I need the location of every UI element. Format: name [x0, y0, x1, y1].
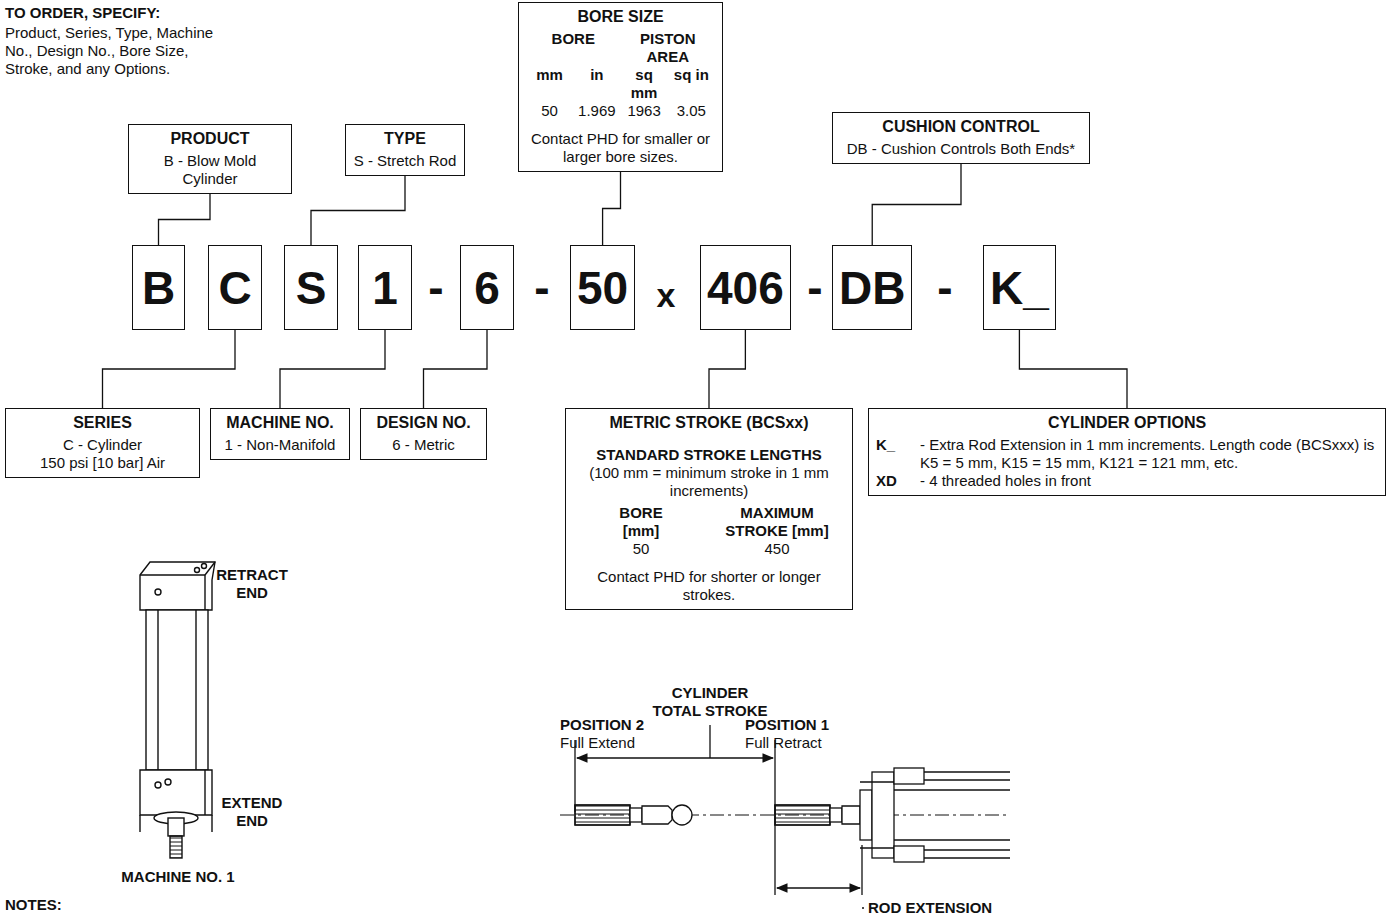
box-text: STROKE [mm] [709, 522, 845, 540]
box-text: Contact PHD for smaller or larger bore s… [526, 130, 715, 166]
box-heading: CYLINDER OPTIONS [876, 414, 1378, 432]
annotation-label: MACHINE NO. 1 [108, 868, 248, 886]
leader-connector [280, 330, 385, 408]
code-box: K_ [983, 245, 1056, 330]
annotation-label: - [426, 260, 446, 314]
info-box: CYLINDER OPTIONS K_- Extra Rod Extension … [868, 408, 1386, 496]
box-text: BORE [573, 504, 709, 522]
box-text: Contact PHD for shorter or longer stroke… [573, 568, 845, 604]
annotation-label: Full Retract [745, 734, 855, 752]
box-text: K_ [876, 436, 920, 472]
box-text: STANDARD STROKE LENGTHS [573, 446, 845, 464]
box-heading: DESIGN NO. [368, 414, 479, 432]
code-box: 1 [358, 245, 412, 330]
box-text: sq mm [621, 66, 668, 102]
box-text: 450 [709, 540, 845, 558]
info-box: METRIC STROKE (BCSxx) STANDARD STROKE LEN… [565, 408, 853, 610]
box-heading: PRODUCT [136, 130, 284, 148]
box-text: 1.969 [573, 102, 620, 120]
box-text: 50 [573, 540, 709, 558]
code-box: 50 [570, 245, 635, 330]
box-text: - Extra Rod Extension in 1 mm increments… [920, 436, 1378, 472]
code-letter: 50 [577, 261, 628, 315]
annotation-label: - [935, 260, 955, 314]
annotation-label: - [532, 260, 552, 314]
annotation-label: CYLINDER TOTAL STROKE [648, 684, 773, 720]
box-text: 6 - Metric [368, 436, 479, 454]
code-box: 6 [460, 245, 514, 330]
box-text: (100 mm = minimum stroke in 1 mm increme… [573, 464, 845, 500]
code-letter: B [142, 261, 175, 315]
info-box: MACHINE NO. 1 - Non-Manifold [210, 408, 350, 460]
info-box: BORE SIZE BOREPISTON AREA mminsq mmsq in 50… [518, 2, 723, 172]
leader-connector [103, 330, 236, 408]
code-box: C [208, 245, 262, 330]
annotation-label: RETRACT END [210, 566, 295, 602]
code-letter: DB [839, 261, 905, 315]
code-letter: 406 [707, 261, 784, 315]
box-text: 3.05 [668, 102, 715, 120]
info-box: PRODUCT B - Blow Mold Cylinder [128, 124, 292, 194]
box-heading: MACHINE NO. [218, 414, 342, 432]
box-heading: METRIC STROKE (BCSxx) [573, 414, 845, 432]
annotation-label: ROD EXTENSION [868, 899, 1018, 917]
leader-connector [1019, 330, 1127, 408]
code-letter: 1 [372, 261, 398, 315]
box-text: BORE [526, 30, 621, 66]
box-heading: BORE SIZE [526, 8, 715, 26]
leader-connector [311, 176, 405, 245]
annotation-label: EXTEND END [210, 794, 295, 830]
leader-connector [872, 164, 961, 245]
info-box: TYPE S - Stretch Rod [345, 124, 465, 176]
code-letter: S [296, 261, 327, 315]
annotation-label: POSITION 2 [560, 716, 670, 734]
annotation-label: POSITION 1 [745, 716, 855, 734]
leader-connector [603, 172, 621, 245]
box-text: 50 [526, 102, 573, 120]
code-box: DB [832, 245, 912, 330]
cylinder-figure [140, 562, 215, 858]
box-text: sq in [668, 66, 715, 102]
annotation-label: Full Extend [560, 734, 670, 752]
annotation-label: TO ORDER, SPECIFY: [5, 4, 225, 22]
info-box: DESIGN NO. 6 - Metric [360, 408, 487, 460]
box-text: DB - Cushion Controls Both Ends* [840, 140, 1082, 158]
box-text: C - Cylinder [13, 436, 192, 454]
info-box: SERIES C - Cylinder150 psi [10 bar] Air [5, 408, 200, 478]
box-text: [mm] [573, 522, 709, 540]
box-text: - 4 threaded holes in front [920, 472, 1378, 490]
box-heading: CUSHION CONTROL [840, 118, 1082, 136]
annotation-label: Product, Series, Type, Machine No., Desi… [5, 24, 220, 78]
box-text: S - Stretch Rod [353, 152, 457, 170]
leader-connector [709, 330, 745, 408]
stroke-figure [560, 725, 1010, 908]
box-text: B - Blow Mold Cylinder [136, 152, 284, 188]
box-text: 1 - Non-Manifold [218, 436, 342, 454]
box-text: XD [876, 472, 920, 490]
box-heading: TYPE [353, 130, 457, 148]
code-box: 406 [700, 245, 791, 330]
annotation-label: x [655, 268, 677, 322]
code-letter: K_ [990, 261, 1049, 315]
code-box: B [132, 245, 185, 330]
code-box: S [284, 245, 338, 330]
box-heading: SERIES [13, 414, 192, 432]
box-text: 150 psi [10 bar] Air [13, 454, 192, 472]
box-text: mm [526, 66, 573, 102]
box-text: PISTON AREA [621, 30, 716, 66]
box-text: MAXIMUM [709, 504, 845, 522]
annotation-label: NOTES: [5, 896, 85, 914]
code-letter: C [218, 261, 251, 315]
info-box: CUSHION CONTROL DB - Cushion Controls Bot… [832, 112, 1090, 164]
box-text: 1963 [621, 102, 668, 120]
leader-connector [159, 194, 211, 245]
annotation-label: - [805, 260, 825, 314]
leader-connector [424, 330, 488, 408]
box-text: in [573, 66, 620, 102]
code-letter: 6 [474, 261, 500, 315]
